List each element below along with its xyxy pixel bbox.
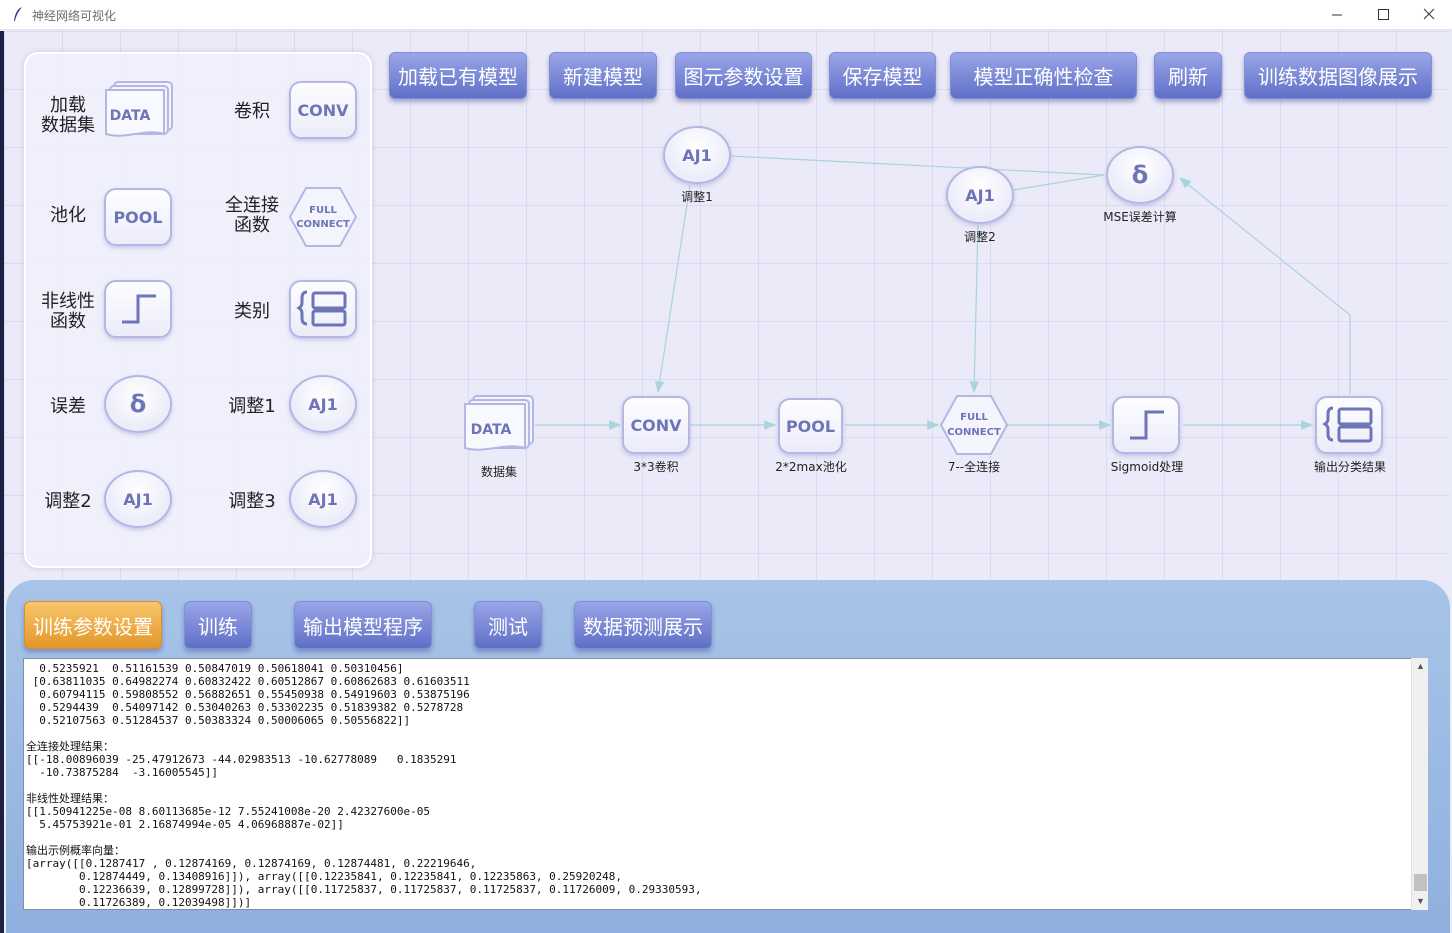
caption-adj1: 调整1: [681, 190, 713, 204]
save-model-button[interactable]: 保存模型: [829, 52, 936, 99]
palette-adj2-node[interactable]: AJ1: [104, 470, 172, 528]
canvas-adj2-glyph: AJ1: [965, 185, 995, 205]
caption-pool: 2*2max池化: [775, 460, 847, 474]
palette-fc-glyph-2: CONNECT: [296, 219, 350, 230]
caption-sigmoid: Sigmoid处理: [1110, 460, 1184, 474]
palette-adj3-glyph: AJ1: [308, 489, 338, 509]
palette-dataset-icon[interactable]: DATA: [104, 80, 176, 142]
left-window-border: [0, 31, 4, 933]
canvas-mse-node[interactable]: δ: [1106, 146, 1174, 204]
check-model-button[interactable]: 模型正确性检查: [950, 52, 1137, 99]
canvas-output-node[interactable]: [1315, 396, 1383, 454]
palette-adj1-node[interactable]: AJ1: [289, 375, 357, 433]
palette-label-pool: 池化: [50, 205, 86, 226]
canvas-fc-node[interactable]: FULL CONNECT: [939, 394, 1009, 456]
load-model-button[interactable]: 加载已有模型: [389, 52, 527, 99]
step-function-icon: [122, 294, 156, 324]
palette-fc-glyph-1: FULL: [309, 205, 337, 216]
step-function-icon: [1130, 410, 1164, 440]
maximize-button[interactable]: [1360, 0, 1406, 30]
canvas-dataset-glyph: DATA: [471, 422, 512, 438]
palette-label-fc: 全连接 函数: [225, 195, 279, 236]
caption-dataset: 数据集: [480, 465, 517, 479]
scroll-up-icon[interactable]: ▲: [1416, 661, 1425, 671]
canvas-adj2-node[interactable]: AJ1: [946, 166, 1014, 224]
canvas-fc-glyph-1: FULL: [960, 412, 988, 423]
train-images-button[interactable]: 训练数据图像展示: [1244, 52, 1432, 99]
category-icon: [296, 290, 347, 327]
canvas-sigmoid-node[interactable]: [1112, 396, 1180, 454]
palette-fc-icon[interactable]: FULL CONNECT: [288, 186, 358, 248]
palette-conv-glyph: CONV: [297, 100, 349, 120]
palette-label-nonlinear: 非线性 函数: [41, 291, 95, 332]
delta-icon: δ: [1131, 161, 1149, 189]
minimize-icon: [1332, 14, 1342, 16]
export-program-button[interactable]: 输出模型程序: [294, 601, 432, 649]
predict-show-button[interactable]: 数据预测展示: [574, 601, 712, 649]
title-bar: 神经网络可视化: [0, 0, 1452, 30]
canvas-pool-node[interactable]: POOL: [778, 398, 843, 454]
palette-label-dataset: 加载 数据集: [41, 95, 95, 136]
output-console[interactable]: 0.5235921 0.51161539 0.50847019 0.506180…: [23, 658, 1428, 910]
component-palette: 加载 数据集 DATA 卷积 CONV 池化 POOL 全连接 函数 FULL …: [24, 52, 372, 568]
console-text: 0.5235921 0.51161539 0.50847019 0.506180…: [26, 662, 702, 909]
caption-adj2: 调整2: [964, 230, 996, 244]
caption-mse: MSE误差计算: [1103, 210, 1177, 224]
canvas-conv-node[interactable]: CONV: [622, 396, 690, 454]
new-model-button[interactable]: 新建模型: [549, 52, 657, 99]
test-button[interactable]: 测试: [474, 601, 542, 649]
caption-output: 输出分类结果: [1313, 460, 1386, 474]
palette-label-adj3: 调整3: [228, 491, 276, 512]
train-params-button[interactable]: 训练参数设置: [24, 601, 162, 649]
scroll-down-icon[interactable]: ▼: [1416, 896, 1425, 906]
palette-error-node[interactable]: δ: [104, 375, 172, 433]
close-button[interactable]: [1406, 0, 1452, 30]
node-params-button[interactable]: 图元参数设置: [675, 52, 812, 99]
scroll-thumb[interactable]: [1414, 874, 1427, 891]
palette-label-adj1: 调整1: [228, 396, 276, 417]
close-icon: [1423, 8, 1435, 20]
minimize-button[interactable]: [1314, 0, 1360, 30]
canvas-dataset-node[interactable]: DATA: [463, 394, 537, 456]
canvas-adj1-node[interactable]: AJ1: [663, 126, 731, 184]
maximize-icon: [1378, 9, 1389, 20]
palette-adj1-glyph: AJ1: [308, 394, 338, 414]
canvas-pool-glyph: POOL: [785, 416, 836, 436]
palette-pool-glyph: POOL: [113, 207, 163, 227]
feather-icon: [14, 7, 22, 21]
palette-conv-node[interactable]: CONV: [289, 81, 357, 139]
palette-nonlinear-node[interactable]: [104, 280, 172, 338]
category-icon: [1322, 406, 1373, 443]
palette-dataset-glyph: DATA: [110, 108, 151, 124]
canvas-conv-glyph: CONV: [630, 415, 682, 435]
delta-icon: δ: [129, 390, 147, 418]
palette-pool-node[interactable]: POOL: [104, 188, 172, 246]
palette-adj3-node[interactable]: AJ1: [289, 470, 357, 528]
refresh-button[interactable]: 刷新: [1154, 52, 1222, 99]
palette-label-adj2: 调整2: [44, 491, 92, 512]
caption-fc: 7--全连接: [947, 460, 1001, 474]
train-button[interactable]: 训练: [184, 601, 252, 649]
console-scrollbar[interactable]: ▲ ▼: [1411, 658, 1428, 910]
canvas-adj1-glyph: AJ1: [682, 145, 712, 165]
palette-label-error: 误差: [50, 396, 86, 417]
palette-adj2-glyph: AJ1: [123, 489, 153, 509]
palette-label-conv: 卷积: [234, 101, 270, 122]
palette-category-node[interactable]: [289, 280, 357, 338]
window-title: 神经网络可视化: [32, 9, 117, 23]
palette-label-category: 类别: [234, 301, 270, 322]
caption-conv: 3*3卷积: [633, 460, 679, 474]
canvas-fc-glyph-2: CONNECT: [947, 427, 1001, 438]
